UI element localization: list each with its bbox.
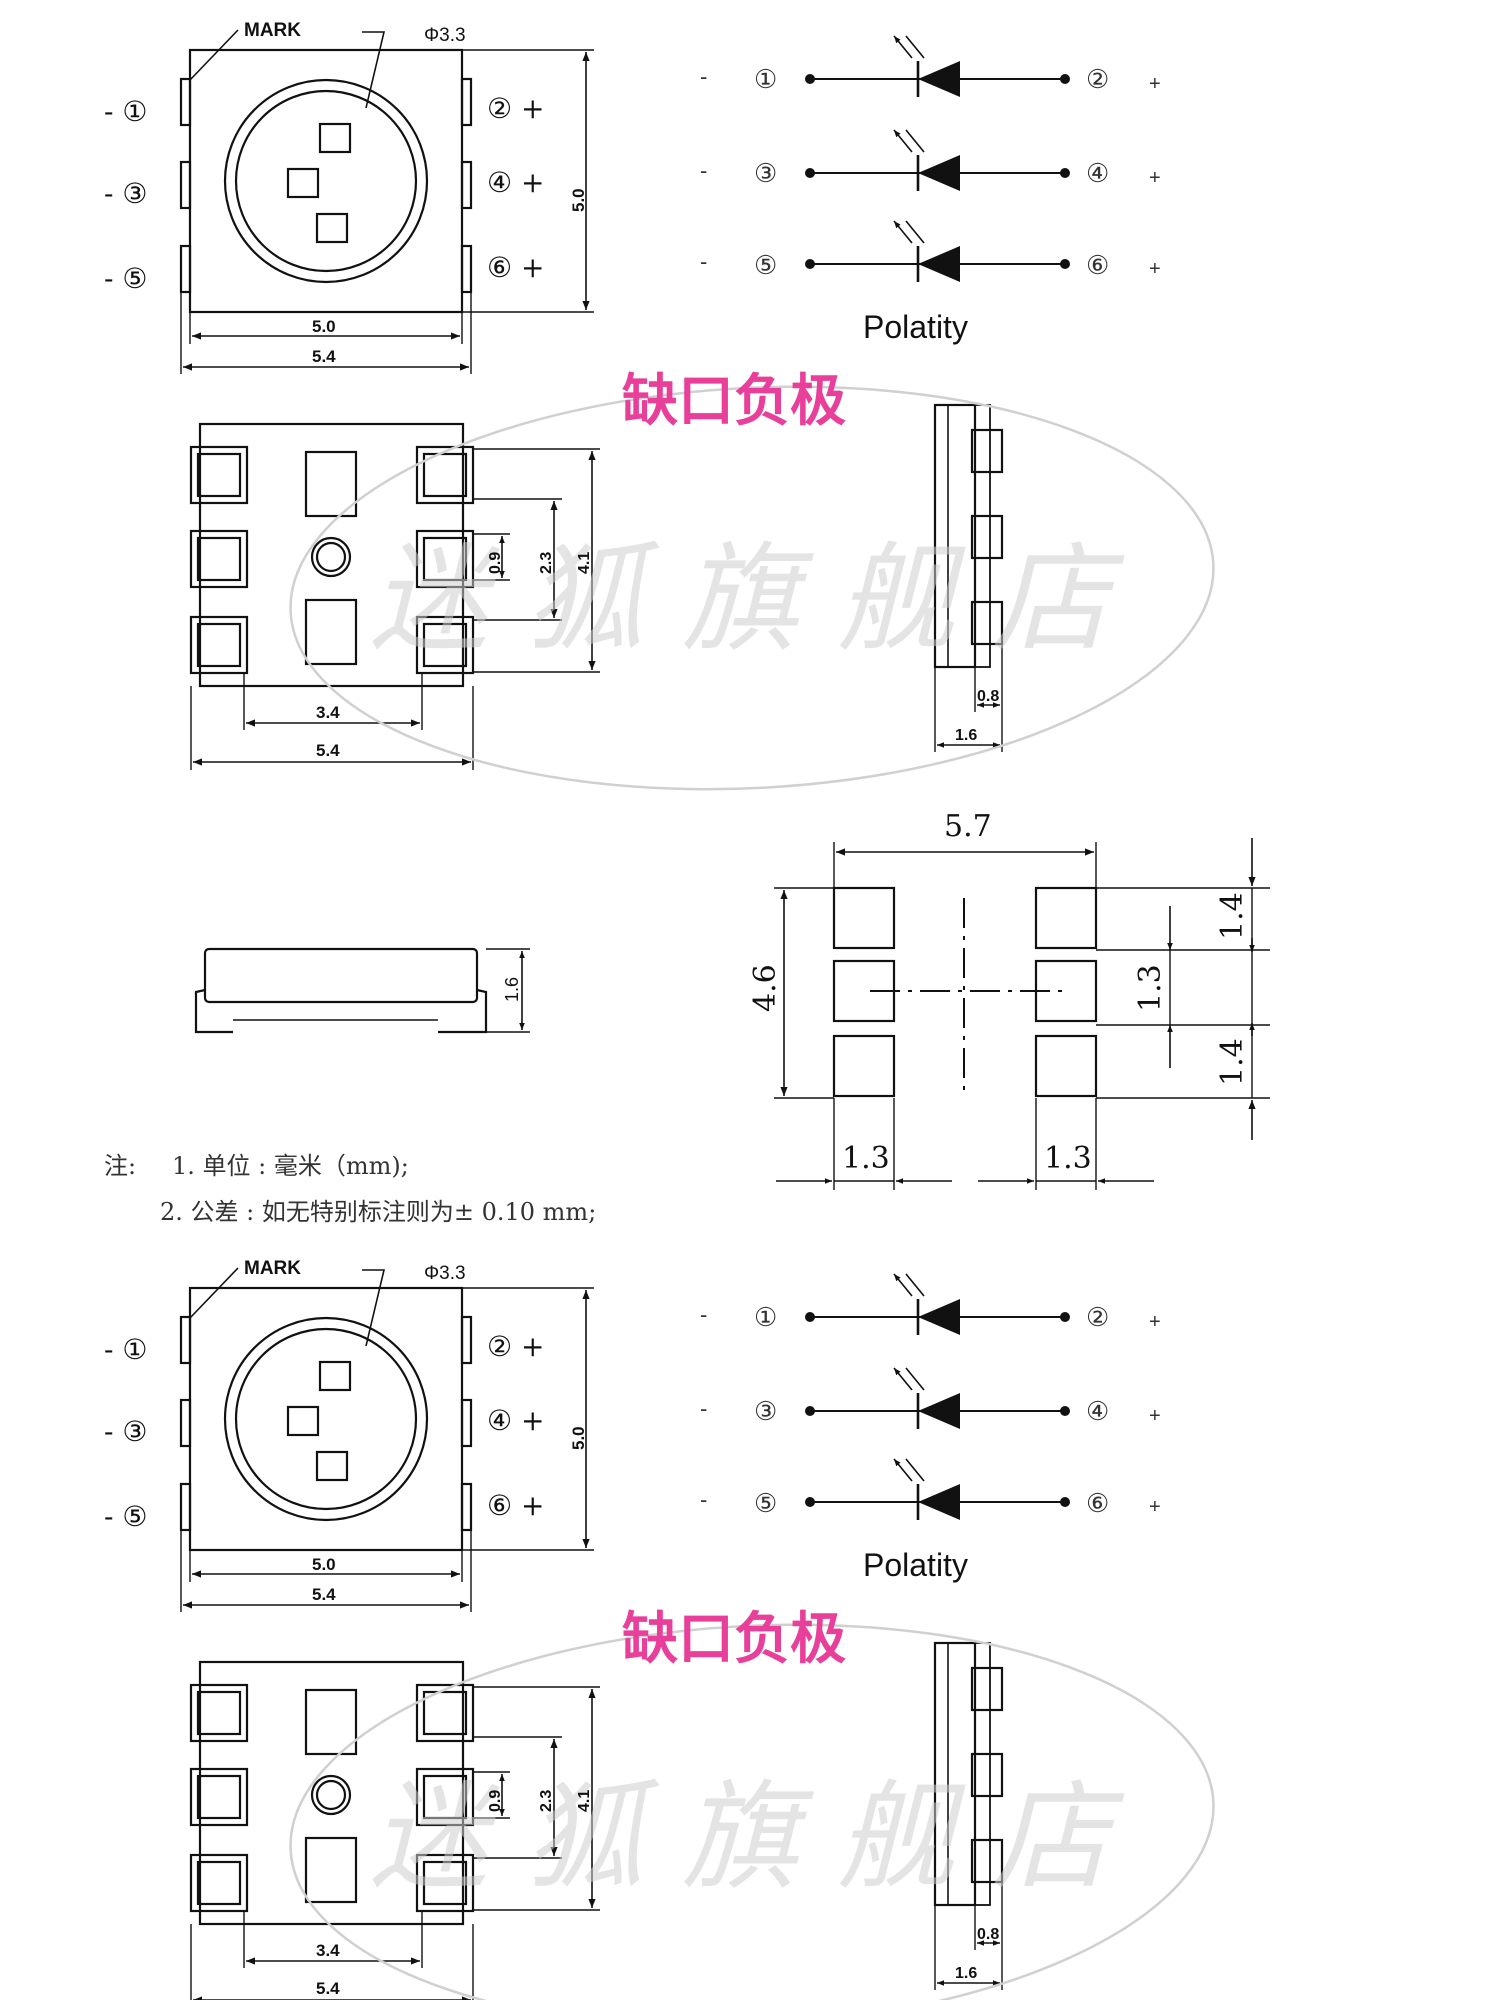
bottom-dim-4.1: 4.1: [576, 1790, 593, 1812]
polarity-plus: +: [1149, 167, 1161, 189]
side-dim-0.8: 0.8: [977, 688, 999, 705]
polarity-plus: +: [1149, 1311, 1161, 1333]
polarity-label: Polatity: [863, 1547, 968, 1583]
side-dim-1.6: 1.6: [955, 1965, 977, 1982]
polarity-diagram: - ① ② + - ③ ④ + - ⑤ ⑥ + Polatity: [700, 64, 1161, 345]
notch-negative-label: 缺口负极: [622, 1607, 846, 1670]
block-2: 迷 狐 旗 舰 店 MARK Φ3.3 - ① - ③ - ⑤ ② + ④ + …: [104, 1258, 1215, 2000]
block-1: 迷 狐 旗 舰 店 MARK Φ3.3 - ① - ③ - ⑤ ② + ④ + …: [104, 20, 1215, 791]
polarity-pin-3: ③: [754, 1397, 777, 1427]
bottom-dim-2.3: 2.3: [538, 552, 555, 574]
front-side-view: [194, 947, 530, 1034]
footprint-dim-pad-left: 1.3: [842, 1141, 890, 1176]
polarity-pin-4: ④: [1086, 1397, 1109, 1427]
pin-label-4: ④ +: [487, 166, 544, 199]
bottom-dim-0.9: 0.9: [487, 1790, 504, 1812]
bottom-dim-3.4: 3.4: [316, 1941, 340, 1960]
polarity-pin-1: ①: [754, 65, 777, 95]
footprint-dim-1.3-mid: 1.3: [1133, 964, 1168, 1012]
pin-label-5: - ⑤: [104, 1500, 147, 1533]
pin-label-6: ⑥ +: [487, 1489, 544, 1522]
dim-height: 5.0: [569, 188, 588, 212]
notes: 注: 1. 单位 : 毫米（mm); 2. 公差 : 如无特别标注则为± 0.1…: [104, 1152, 596, 1226]
pin-label-6: ⑥ +: [487, 251, 544, 284]
footprint-labels: 5.7 4.6 1.4 1.3 1.4 1.3 1.3: [748, 809, 1250, 1176]
pin-label-2: ② +: [487, 92, 544, 125]
polarity-minus: -: [700, 64, 707, 89]
bottom-dim-5.4: 5.4: [316, 741, 340, 760]
notch-negative-label: 缺口负极: [622, 369, 846, 432]
front-dim-1.6: 1.6: [502, 977, 522, 1002]
footprint-view: [774, 838, 1270, 1190]
side-dim-1.6: 1.6: [955, 727, 977, 744]
watermark-text: 迷 狐 旗 舰 店: [370, 1768, 1125, 1906]
polarity-pin-5: ⑤: [754, 251, 777, 281]
polarity-pin-6: ⑥: [1086, 251, 1109, 281]
polarity-plus: +: [1149, 73, 1161, 95]
polarity-pin-3: ③: [754, 159, 777, 189]
diameter-label: Φ3.3: [424, 25, 466, 46]
notes-prefix: 注:: [104, 1152, 136, 1180]
dim-inner-width: 5.0: [312, 1555, 336, 1574]
dim-inner-width: 5.0: [312, 317, 336, 336]
dim-outer-width: 5.4: [312, 347, 336, 366]
polarity-plus: +: [1149, 258, 1161, 280]
pin-label-5: - ⑤: [104, 262, 147, 295]
polarity-pin-2: ②: [1086, 1303, 1109, 1333]
footprint-dim-1.4-bottom: 1.4: [1215, 1038, 1250, 1086]
polarity-pin-2: ②: [1086, 65, 1109, 95]
side-dim-0.8: 0.8: [977, 1926, 999, 1943]
footprint-dim-1.4-top: 1.4: [1215, 892, 1250, 940]
dim-height: 5.0: [569, 1426, 588, 1450]
polarity-pin-4: ④: [1086, 159, 1109, 189]
pin-label-1: - ①: [104, 1333, 147, 1366]
footprint-dim-pad-right: 1.3: [1044, 1141, 1092, 1176]
pin-label-1: - ①: [104, 95, 147, 128]
footprint-dim-5.7: 5.7: [944, 809, 992, 844]
polarity-minus: -: [700, 158, 707, 183]
diameter-label: Φ3.3: [424, 1263, 466, 1284]
pin-label-2: ② +: [487, 1330, 544, 1363]
footprint-dim-4.6: 4.6: [748, 964, 783, 1012]
polarity-plus: +: [1149, 1496, 1161, 1518]
pin-label-3: - ③: [104, 177, 147, 210]
polarity-pin-1: ①: [754, 1303, 777, 1333]
polarity-diagram: - ① ② + - ③ ④ + - ⑤ ⑥ + Polatity: [700, 1302, 1161, 1583]
polarity-pin-6: ⑥: [1086, 1489, 1109, 1519]
dim-outer-width: 5.4: [312, 1585, 336, 1604]
watermark-ellipse: [289, 385, 1215, 791]
polarity-minus: -: [700, 1487, 707, 1512]
watermark-text: 迷 狐 旗 舰 店: [370, 530, 1125, 668]
bottom-dim-4.1: 4.1: [576, 552, 593, 574]
watermark-ellipse: [289, 1623, 1215, 2000]
note-tolerance: 2. 公差 : 如无特别标注则为± 0.10 mm;: [160, 1198, 596, 1226]
polarity-pin-5: ⑤: [754, 1489, 777, 1519]
bottom-dim-3.4: 3.4: [316, 703, 340, 722]
mark-label: MARK: [244, 1258, 301, 1279]
polarity-plus: +: [1149, 1405, 1161, 1427]
bottom-dim-5.4: 5.4: [316, 1979, 340, 1998]
polarity-minus: -: [700, 1302, 707, 1327]
bottom-dim-0.9: 0.9: [487, 552, 504, 574]
bottom-dim-2.3: 2.3: [538, 1790, 555, 1812]
pin-label-4: ④ +: [487, 1404, 544, 1437]
note-units: 1. 单位 : 毫米（mm);: [172, 1152, 409, 1180]
pin-label-3: - ③: [104, 1415, 147, 1448]
polarity-minus: -: [700, 1396, 707, 1421]
polarity-minus: -: [700, 249, 707, 274]
polarity-label: Polatity: [863, 309, 968, 345]
middle-section: 1.6: [194, 838, 1270, 1190]
mark-label: MARK: [244, 20, 301, 41]
